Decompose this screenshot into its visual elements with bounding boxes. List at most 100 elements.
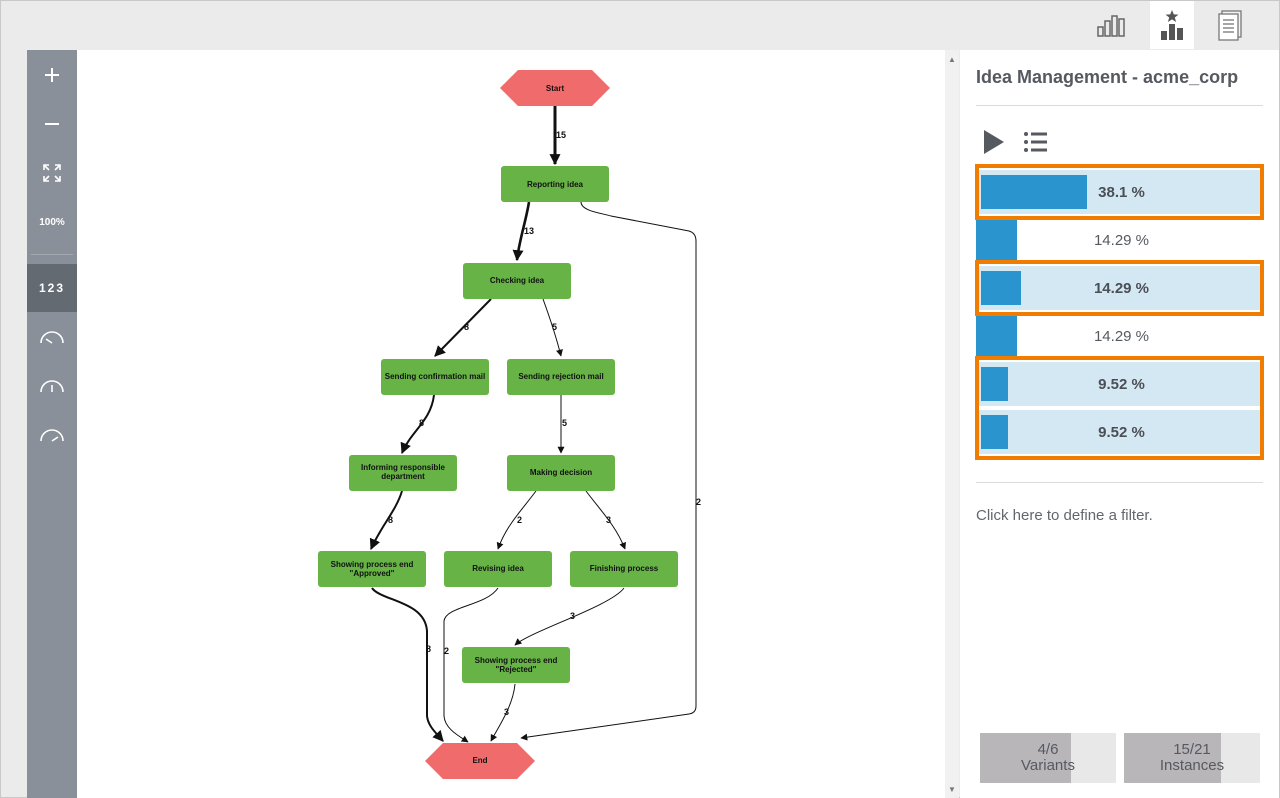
variant-row[interactable]: 14.29 % bbox=[976, 314, 1263, 358]
activity-label: "Rejected" bbox=[496, 665, 537, 674]
edge-decision-finishing bbox=[585, 490, 626, 550]
activity-reporting-idea[interactable]: Reporting idea bbox=[501, 166, 609, 202]
edge-reporting-end bbox=[520, 201, 697, 741]
variant-percentage: 14.29 % bbox=[1093, 327, 1150, 345]
instances-counter-label: Instances bbox=[1159, 757, 1225, 774]
edge-count: 8 bbox=[419, 418, 424, 428]
statistics-icon bbox=[1097, 15, 1125, 37]
edge-count: 8 bbox=[464, 322, 469, 332]
edge-revising-end bbox=[443, 587, 499, 743]
activity-sending-rejection-mail[interactable]: Sending rejection mail bbox=[507, 359, 615, 395]
zoom-out-button[interactable] bbox=[27, 100, 77, 148]
variant-share-bar bbox=[976, 314, 1017, 358]
play-icon bbox=[984, 130, 1004, 154]
scroll-up-icon[interactable]: ▲ bbox=[948, 54, 956, 64]
activity-label: Revising idea bbox=[472, 564, 524, 573]
activity-making-decision[interactable]: Making decision bbox=[507, 455, 615, 491]
variants-tab[interactable] bbox=[1150, 1, 1194, 49]
edge-checking-rejection bbox=[542, 298, 563, 357]
variant-row[interactable]: 14.29 % bbox=[976, 266, 1263, 310]
activity-revising-idea[interactable]: Revising idea bbox=[444, 551, 552, 587]
end-node[interactable]: End bbox=[425, 743, 535, 779]
activity-checking-idea[interactable]: Checking idea bbox=[463, 263, 571, 299]
activity-label: Sending rejection mail bbox=[518, 372, 603, 381]
zoom-100-button[interactable]: 100% bbox=[27, 198, 77, 246]
numbers-label: 123 bbox=[38, 281, 66, 295]
speedometer-mid-icon bbox=[40, 380, 64, 393]
variant-share-bar bbox=[981, 175, 1087, 209]
statistics-tab[interactable] bbox=[1090, 1, 1134, 49]
activity-finishing-process[interactable]: Finishing process bbox=[570, 551, 678, 587]
edge-count: 8 bbox=[388, 515, 393, 525]
edge-informing-approved bbox=[369, 490, 403, 551]
speedometer-low-icon bbox=[40, 331, 64, 344]
activity-process-end-approved[interactable]: Showing process end "Approved" bbox=[318, 551, 426, 587]
start-node[interactable]: Start bbox=[500, 70, 610, 106]
variant-share-bar bbox=[981, 367, 1008, 401]
map-toolbar: 100% 123 bbox=[27, 50, 77, 798]
activity-label: Reporting idea bbox=[527, 180, 584, 189]
zoom-in-button[interactable] bbox=[27, 51, 77, 99]
list-view-button[interactable] bbox=[1021, 127, 1051, 157]
activity-label: "Approved" bbox=[350, 569, 395, 578]
activity-informing-department[interactable]: Informing responsible department bbox=[349, 455, 457, 491]
speedometer-high-icon bbox=[40, 429, 64, 442]
variants-panel: Idea Management - acme_corp 38.1 %14.29 … bbox=[960, 50, 1279, 798]
fit-to-screen-button[interactable] bbox=[27, 149, 77, 197]
variant-share-bar bbox=[976, 218, 1017, 262]
edge-decision-revising bbox=[496, 490, 537, 550]
edge-checking-confirmation bbox=[434, 298, 492, 357]
process-map: 15 13 2 8 5 8 5 8 2 3 3 8 2 3 Start bbox=[318, 70, 701, 779]
edge-count: 2 bbox=[696, 497, 701, 507]
variant-row[interactable]: 9.52 % bbox=[976, 410, 1263, 454]
expand-icon bbox=[43, 164, 61, 182]
divider bbox=[976, 482, 1263, 483]
speed-slow-button[interactable] bbox=[27, 313, 77, 361]
activity-label: Finishing process bbox=[590, 564, 659, 573]
edge-reporting-checking bbox=[512, 201, 531, 262]
edge-rejected-end bbox=[490, 683, 516, 742]
edge-confirmation-informing bbox=[400, 394, 435, 455]
speed-fast-button[interactable] bbox=[27, 411, 77, 459]
edge-count: 3 bbox=[504, 707, 509, 717]
minus-icon bbox=[45, 123, 59, 125]
activity-label: Checking idea bbox=[490, 276, 545, 285]
edge-count: 5 bbox=[562, 418, 567, 428]
edge-count: 2 bbox=[444, 646, 449, 656]
scroll-down-icon[interactable]: ▼ bbox=[948, 784, 956, 794]
variants-counter-fill bbox=[980, 733, 1071, 783]
play-button[interactable] bbox=[979, 127, 1009, 157]
variants-counter[interactable]: 4/6 Variants bbox=[980, 733, 1116, 783]
variant-percentage: 38.1 % bbox=[1098, 183, 1145, 201]
variant-percentage: 14.29 % bbox=[1093, 279, 1150, 297]
edge-count: 8 bbox=[426, 644, 431, 654]
variant-row[interactable]: 9.52 % bbox=[976, 362, 1263, 406]
variant-row[interactable]: 38.1 % bbox=[976, 170, 1263, 214]
activity-label: Sending confirmation mail bbox=[385, 372, 485, 381]
edge-count: 5 bbox=[552, 322, 557, 332]
plus-icon bbox=[45, 68, 59, 82]
define-filter-link[interactable]: Click here to define a filter. bbox=[976, 507, 1153, 524]
activity-label: Informing responsible bbox=[361, 463, 446, 472]
variant-share-bar bbox=[981, 415, 1008, 449]
process-map-canvas[interactable]: 15 13 2 8 5 8 5 8 2 3 3 8 2 3 Start bbox=[77, 50, 945, 798]
activity-sending-confirmation-mail[interactable]: Sending confirmation mail bbox=[381, 359, 489, 395]
vertical-scrollbar[interactable]: ▲ ▼ bbox=[945, 50, 959, 798]
activity-label: Showing process end bbox=[475, 656, 558, 665]
speed-medium-button[interactable] bbox=[27, 362, 77, 410]
variant-row[interactable]: 14.29 % bbox=[976, 218, 1263, 262]
show-numbers-button[interactable]: 123 bbox=[27, 264, 77, 312]
edge-count: 2 bbox=[517, 515, 522, 525]
top-bar bbox=[1, 1, 1279, 49]
activity-label: Showing process end bbox=[331, 560, 414, 569]
variants-counter-value: 4/6 bbox=[1037, 741, 1059, 758]
activity-process-end-rejected[interactable]: Showing process end "Rejected" bbox=[462, 647, 570, 683]
edge-approved-end bbox=[371, 587, 444, 742]
edge-finishing-rejected bbox=[514, 587, 625, 646]
variant-share-bar bbox=[981, 271, 1021, 305]
report-tab[interactable] bbox=[1208, 1, 1252, 49]
edge-count: 15 bbox=[556, 130, 566, 140]
instances-counter[interactable]: 15/21 Instances bbox=[1124, 733, 1260, 783]
variant-percentage: 9.52 % bbox=[1098, 375, 1145, 393]
